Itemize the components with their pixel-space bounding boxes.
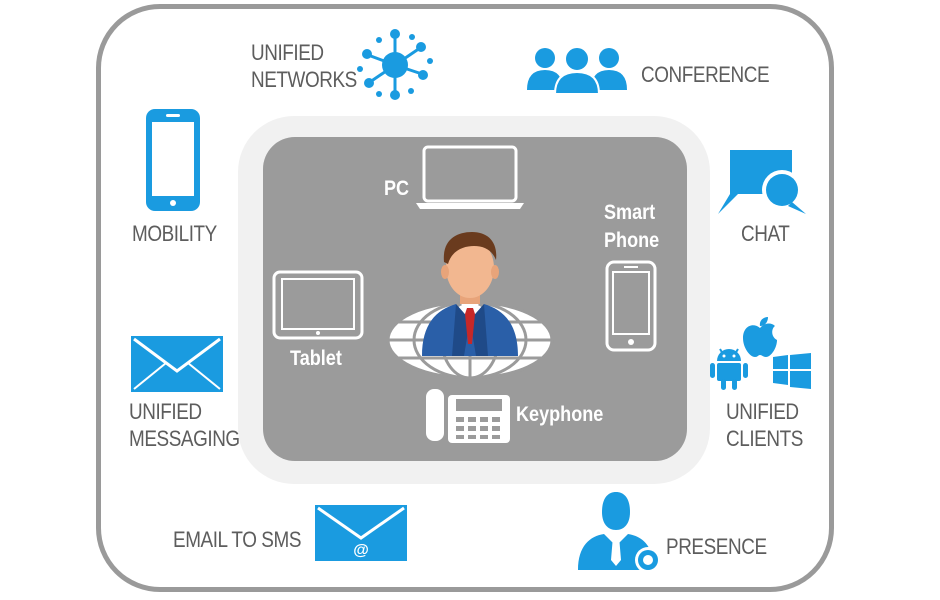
mobile-phone-icon [146,109,200,211]
email-envelope-at-icon: @ [315,505,407,561]
windows-icon [773,353,811,389]
network-hub-icon [357,29,433,100]
conference-people-icon [527,46,627,94]
unified-clients-label: UNIFIED CLIENTS [726,399,803,451]
email-to-sms-label: EMAIL TO SMS [173,527,302,552]
mobility-label: MOBILITY [132,221,217,246]
chat-bubbles-icon [718,150,806,214]
tablet-outline-icon [272,270,364,340]
smartphone-outline-icon [605,260,657,352]
unified-messaging-label: UNIFIED MESSAGING [129,399,240,451]
svg-text:@: @ [353,542,369,559]
tablet-label: Tablet [290,347,342,370]
unified-networks-label: UNIFIED NETWORKS [251,40,357,92]
pc-label: PC [384,177,410,200]
presence-person-icon [578,492,661,573]
chat-label: CHAT [741,221,790,246]
businessman-icon [422,232,518,356]
desk-phone-icon [426,389,510,443]
presence-label: PRESENCE [666,534,767,559]
keyphone-label: Keyphone [516,403,604,426]
envelope-icon [131,336,223,392]
smart-phone-label: Smart Phone [604,201,660,252]
laptop-icon [416,145,524,209]
conference-label: CONFERENCE [641,62,770,87]
apple-icon [743,317,777,357]
android-icon [710,348,748,390]
